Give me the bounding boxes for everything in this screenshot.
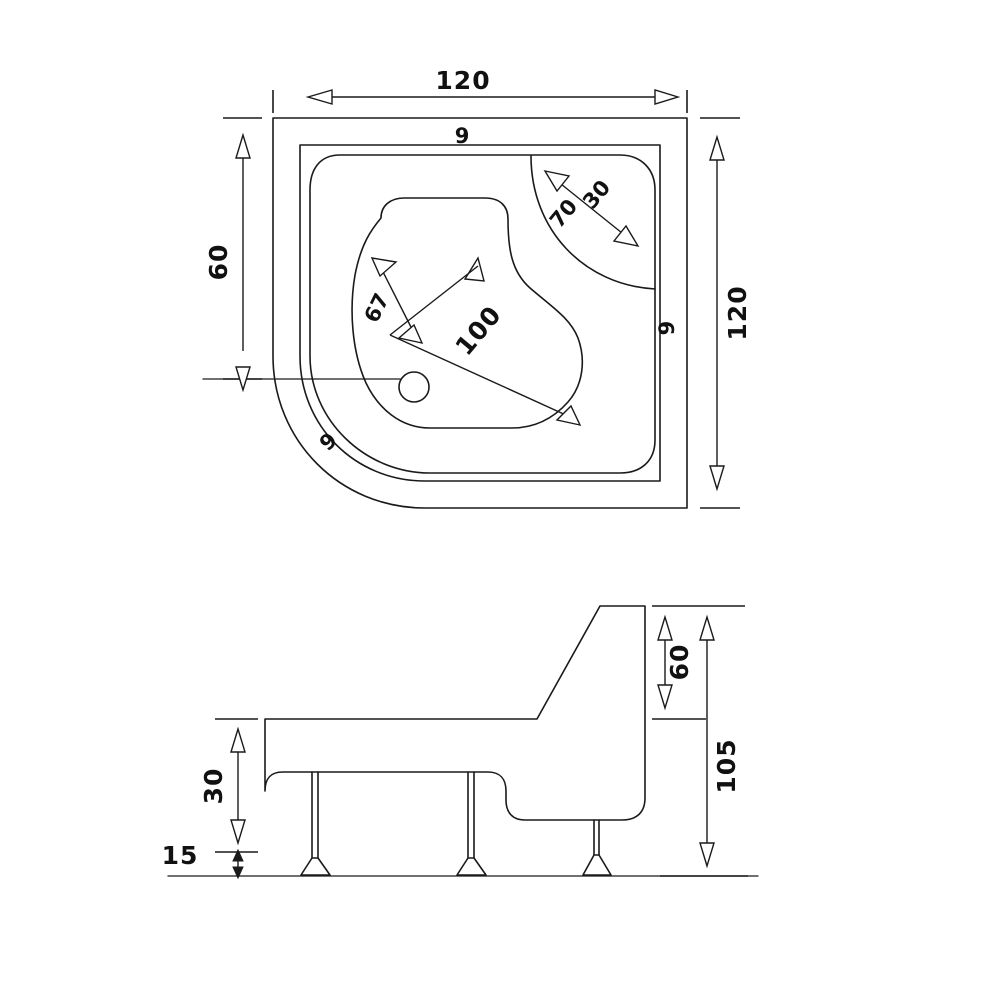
dim-label-side-105: 105 <box>712 738 741 793</box>
dim-label-width-120: 120 <box>435 66 490 95</box>
arrow-right-120 <box>654 89 681 105</box>
side-view-group: 30 15 60 105 <box>162 605 759 880</box>
bath-ledge-outline <box>309 154 656 474</box>
dim-label-rim-top-9: 9 <box>455 124 470 148</box>
leg-front-left <box>300 771 331 876</box>
arrow-seat-lower-30 <box>612 224 640 248</box>
dim-label-seat-30: 30 <box>578 176 615 214</box>
arrow-basin-100-lower <box>555 404 582 426</box>
leg-foot-left <box>300 857 331 876</box>
dim-label-side-60: 60 <box>665 644 694 681</box>
bath-side-profile <box>264 605 646 821</box>
leg-foot-rear <box>582 854 612 876</box>
leg-rear <box>582 854 612 876</box>
dim-line-seat-diagonal <box>555 179 628 238</box>
arrow-basin-67-lower <box>397 323 424 344</box>
arrow-top-30 <box>230 726 246 753</box>
arrow-seat-upper-70 <box>543 169 571 193</box>
dim-label-height-120: 120 <box>723 285 752 340</box>
leg-middle <box>456 771 487 876</box>
arrow-top-105 <box>699 614 715 641</box>
dim-label-rim-right-9: 9 <box>655 321 679 336</box>
arrow-top-right-120 <box>709 134 725 161</box>
seat-arc <box>530 155 656 290</box>
arrow-left-120 <box>305 89 333 105</box>
drain-hole <box>398 371 430 403</box>
dim-line-basin-100-upper-seg <box>389 265 479 336</box>
arrow-top-60-side <box>657 614 673 641</box>
arrow-bottom-30 <box>230 819 246 846</box>
dim-label-offset-60: 60 <box>204 244 233 281</box>
arrow-bottom-60-side <box>657 684 673 711</box>
bath-outer-outline <box>272 117 688 509</box>
arrow-bottom-105 <box>699 842 715 869</box>
basin-outline <box>351 197 584 429</box>
arrow-bottom-right-120 <box>709 465 725 492</box>
dim-label-rim-corner-9: 9 <box>315 428 342 456</box>
dim-label-side-30: 30 <box>199 768 228 805</box>
arrow-bottom-left-60 <box>235 366 251 393</box>
dim-label-basin-100: 100 <box>450 300 508 361</box>
dim-label-side-15: 15 <box>162 841 199 870</box>
arrow-top-15 <box>232 848 244 862</box>
leg-foot-middle <box>456 857 487 876</box>
arrow-bottom-15 <box>232 866 244 880</box>
arrow-basin-67-upper <box>370 257 398 278</box>
dim-label-basin-67: 67 <box>360 290 394 327</box>
top-view-group: 120 120 60 9 9 9 70 <box>202 66 752 509</box>
arrow-top-left-60 <box>235 132 251 159</box>
dim-line-basin-67 <box>380 267 415 334</box>
dim-line-basin-100 <box>389 334 569 417</box>
bath-rim-outline <box>299 144 661 482</box>
